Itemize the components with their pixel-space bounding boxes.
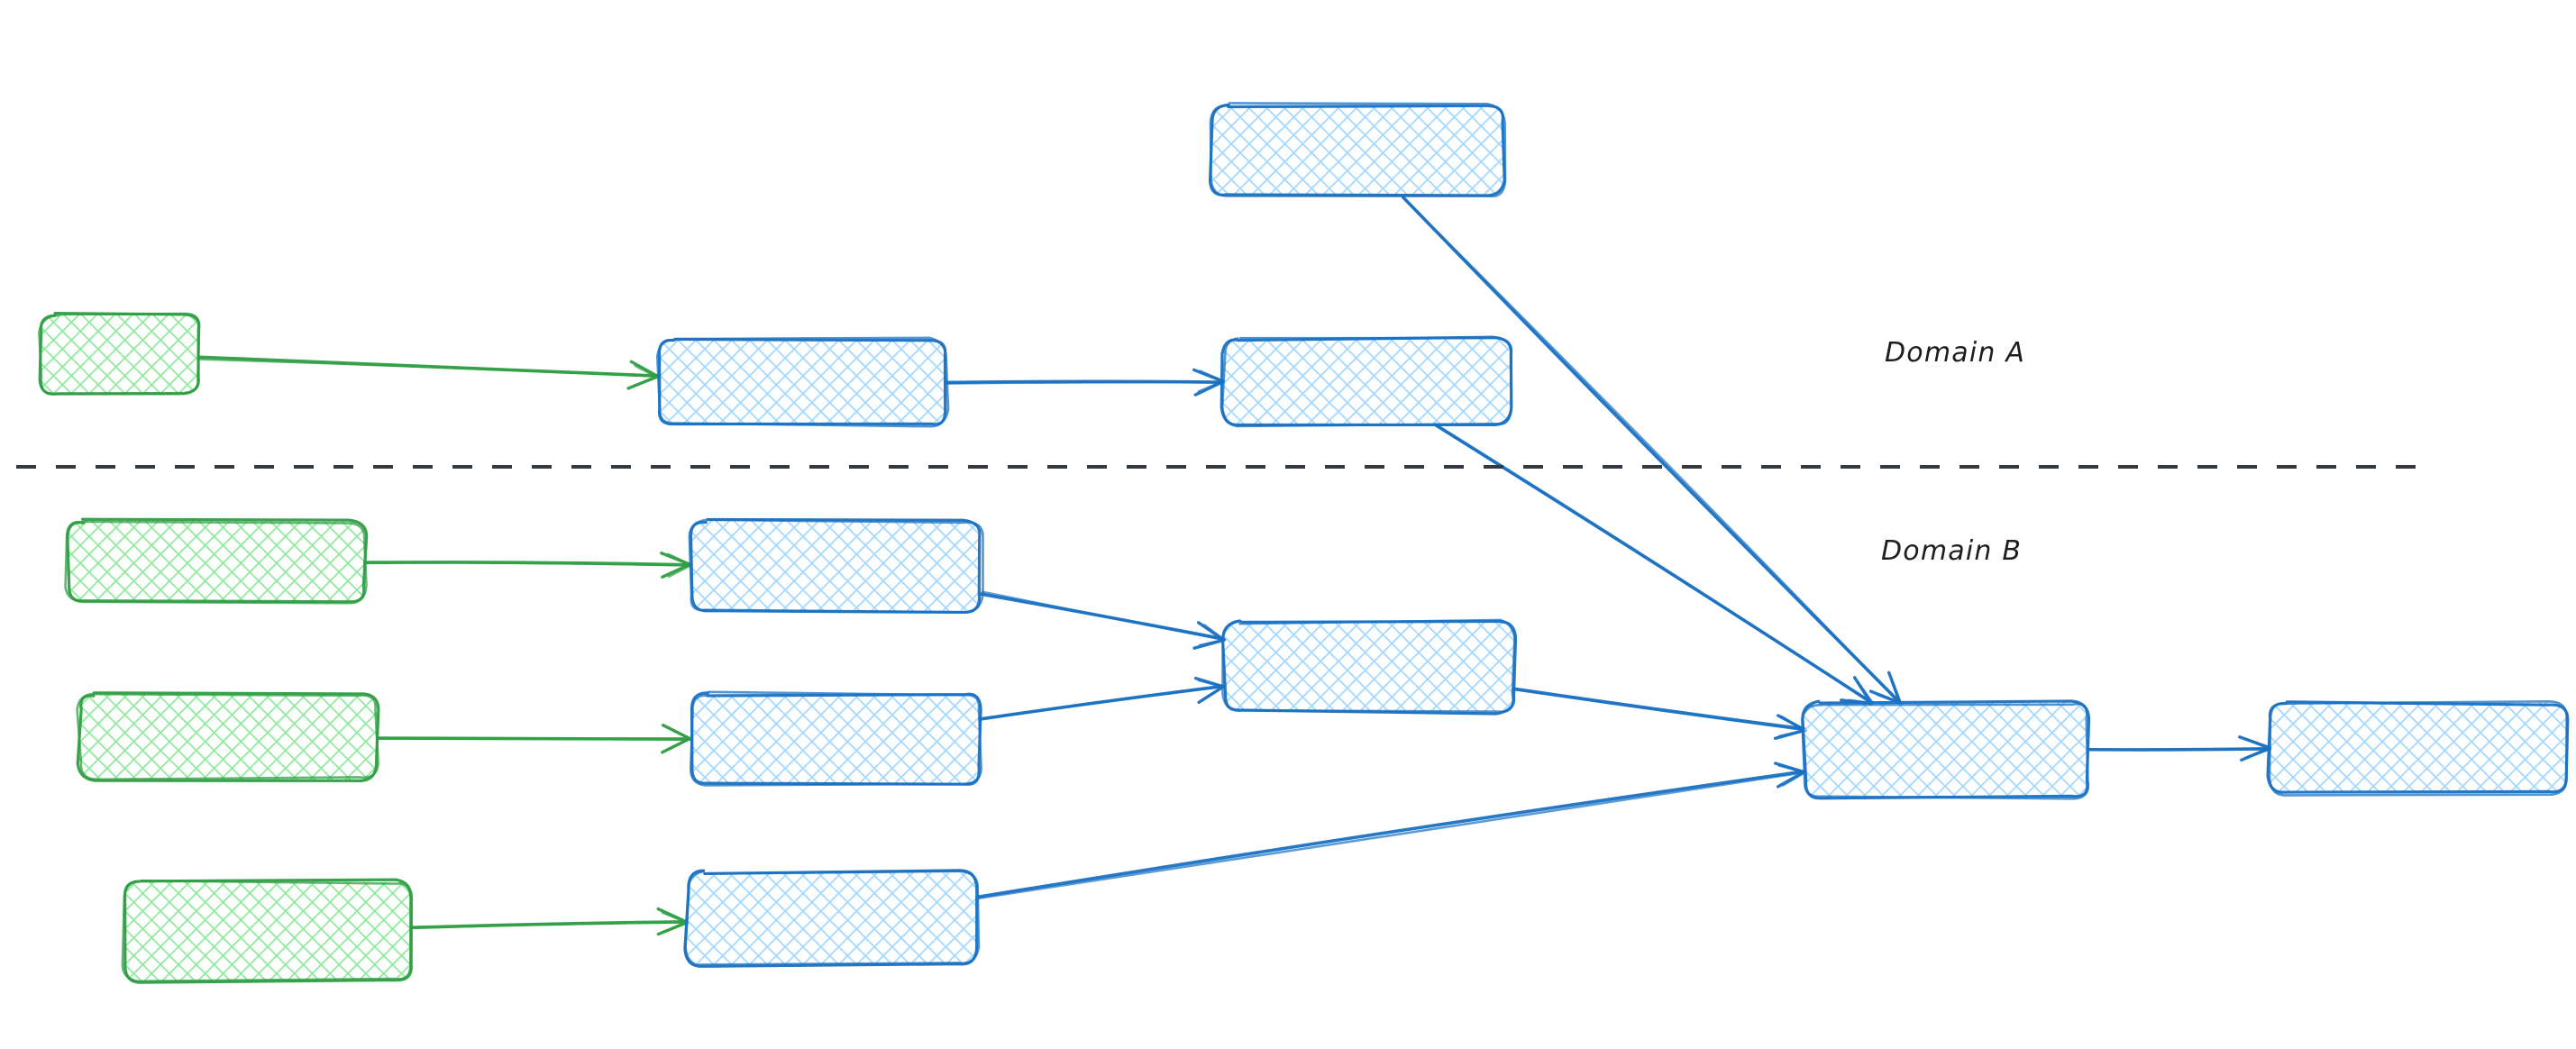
edge-n1-to-n2[interactable] [196,355,661,390]
edge-n10-to-n12[interactable] [974,762,1806,900]
edge-n6-to-n9[interactable] [376,724,693,754]
domain-a-label: Domain A [1885,337,2026,369]
node-n2[interactable] [640,322,964,443]
edge-n2-to-n3[interactable] [944,368,1226,397]
node-n6[interactable] [61,676,395,798]
node-n12[interactable] [1786,685,2106,816]
edges-layer [196,196,2272,936]
node-n9[interactable] [672,676,999,802]
edge-n7-to-n10[interactable] [409,907,690,936]
node-n1[interactable] [22,296,217,412]
edge-n8-to-n11[interactable] [979,590,1227,650]
edge-n5-to-n8[interactable] [362,552,693,579]
node-n8[interactable] [672,503,999,629]
node-n13[interactable] [2252,685,2576,811]
edge-n4-to-n12[interactable] [1402,196,1903,705]
edge-n9-to-n11[interactable] [978,676,1227,721]
node-n4[interactable] [1193,87,1521,214]
node-n10[interactable] [669,854,995,983]
node-n7[interactable] [105,863,430,999]
node-n3[interactable] [1205,321,1530,442]
node-n11[interactable] [1206,604,1532,730]
nodes-layer [22,87,2576,999]
domain-b-label: Domain B [1881,535,2023,567]
edge-n11-to-n12[interactable] [1512,687,1807,741]
edge-n12-to-n13[interactable] [2086,735,2272,762]
node-n5[interactable] [50,503,383,620]
